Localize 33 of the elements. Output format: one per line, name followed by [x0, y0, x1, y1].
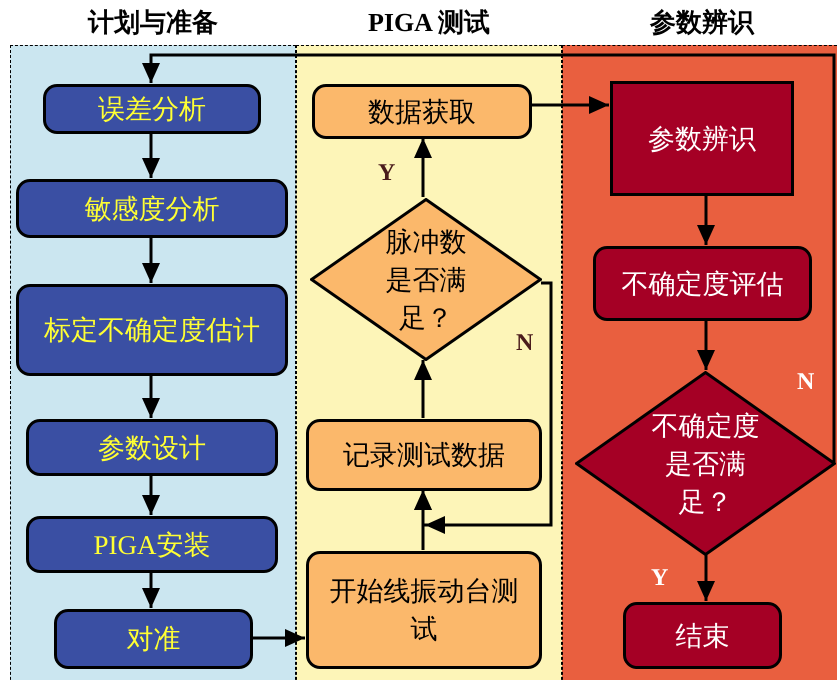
edge-label: N: [516, 330, 534, 356]
process-box: 结束: [623, 602, 782, 669]
process-box: 对准: [54, 609, 253, 669]
arrow: [252, 629, 305, 647]
arrow: [142, 54, 836, 462]
process-box: 数据获取: [312, 84, 532, 139]
arrow: [531, 96, 609, 114]
process-box: 记录测试数据: [306, 419, 542, 491]
arrow: [414, 282, 552, 534]
process-box: 参数辨识: [610, 81, 794, 196]
arrow: [142, 475, 160, 515]
process-box: 不确定度评估: [593, 246, 812, 321]
column-heading: PIGA 测试: [366, 7, 492, 39]
arrow: [414, 138, 432, 197]
arrow: [142, 375, 160, 418]
process-box: 开始线振动台测试: [306, 551, 542, 669]
column-heading: 参数辨识: [648, 7, 756, 39]
arrow: [697, 195, 715, 245]
edge-label: Y: [651, 565, 668, 591]
arrow: [142, 133, 160, 178]
process-box: PIGA安装: [26, 516, 278, 573]
edge-label: N: [797, 369, 814, 395]
arrow: [414, 360, 432, 418]
edge-label: Y: [378, 160, 396, 186]
arrow: [142, 572, 160, 608]
process-box: 参数设计: [26, 419, 278, 476]
column-heading: 计划与准备: [86, 7, 219, 39]
process-box: 敏感度分析: [16, 179, 288, 238]
process-box: 标定不确定度估计: [16, 284, 288, 376]
arrow: [142, 237, 160, 283]
process-box: 误差分析: [43, 84, 261, 134]
arrow: [697, 555, 715, 601]
arrow: [697, 320, 715, 370]
